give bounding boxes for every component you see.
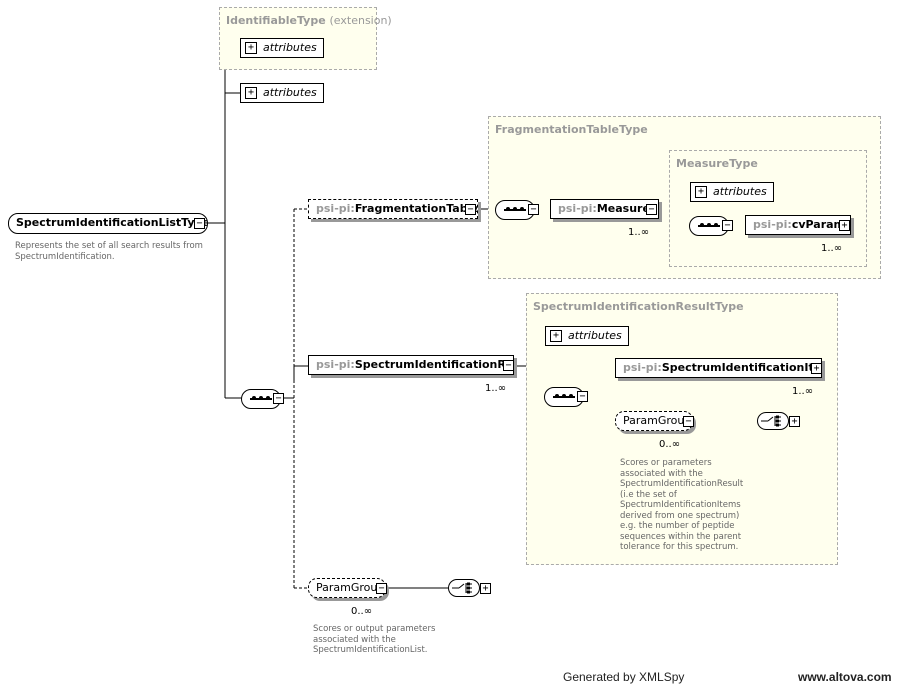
measure-type-box: MeasureType <box>669 150 867 267</box>
choice-icon <box>448 579 480 597</box>
altova-link[interactable]: www.altova.com <box>798 670 892 684</box>
fragmentation-table-type-title: FragmentationTableType <box>495 123 648 136</box>
attributes-label: attributes <box>568 329 622 342</box>
expand-plus-icon[interactable]: + <box>695 186 707 198</box>
collapse-minus-icon[interactable]: − <box>503 360 514 371</box>
sequence-icon <box>241 389 281 409</box>
attributes-label: attributes <box>263 41 317 54</box>
attributes-label: attributes <box>713 185 767 198</box>
root-note: Represents the set of all search results… <box>15 241 203 262</box>
sequence-icon <box>495 200 535 220</box>
spectrum-identification-result-element[interactable]: psi-pi:SpectrumIdentificationR... <box>308 355 514 375</box>
expand-plus-icon[interactable]: + <box>839 220 850 231</box>
expand-plus-icon[interactable]: + <box>245 87 257 99</box>
collapse-minus-icon[interactable]: − <box>273 393 284 404</box>
result-cardinality: 1..∞ <box>485 383 507 394</box>
result-param-group-note: Scores or parameters associated with the… <box>620 458 744 552</box>
cvparam-cardinality: 1..∞ <box>821 243 843 254</box>
result-param-group[interactable]: ParamGroup <box>615 411 693 431</box>
attributes-label: attributes <box>263 86 317 99</box>
item-cardinality: 1..∞ <box>792 386 814 397</box>
expand-plus-icon[interactable]: + <box>550 330 562 342</box>
collapse-minus-icon[interactable]: − <box>376 583 387 594</box>
collapse-minus-icon[interactable]: − <box>465 204 476 215</box>
collapse-minus-icon[interactable]: − <box>528 204 539 215</box>
identifiable-type-title: IdentifiableType (extension) <box>226 14 392 27</box>
param-group-note: Scores or output parameters associated w… <box>313 624 436 655</box>
expand-plus-icon[interactable]: + <box>480 583 491 594</box>
result-param-group-cardinality: 0..∞ <box>659 439 681 450</box>
sequence-icon <box>689 216 729 236</box>
generated-by-label: Generated by XMLSpy <box>563 670 685 684</box>
measure-attributes[interactable]: + attributes <box>690 182 774 202</box>
expand-plus-icon[interactable]: + <box>245 42 257 54</box>
own-attributes[interactable]: + attributes <box>240 83 324 103</box>
spectrum-identification-item-element[interactable]: psi-pi:SpectrumIdentificationIt... <box>615 358 822 378</box>
measure-type-title: MeasureType <box>676 157 758 170</box>
collapse-minus-icon[interactable]: − <box>194 218 205 229</box>
param-group-element[interactable]: ParamGroup <box>308 578 386 598</box>
measure-cardinality: 1..∞ <box>628 227 650 238</box>
param-group-cardinality: 0..∞ <box>351 606 373 617</box>
result-type-title: SpectrumIdentificationResultType <box>533 300 744 313</box>
identifiable-attributes[interactable]: + attributes <box>240 38 324 58</box>
collapse-minus-icon[interactable]: − <box>683 416 694 427</box>
fragmentation-table-element[interactable]: psi-pi:FragmentationTable <box>308 199 478 219</box>
choice-icon <box>757 412 789 430</box>
root-element[interactable]: SpectrumIdentificationListType <box>8 213 208 234</box>
result-attributes[interactable]: + attributes <box>545 326 629 346</box>
collapse-minus-icon[interactable]: − <box>722 220 733 231</box>
collapse-minus-icon[interactable]: − <box>577 391 588 402</box>
expand-plus-icon[interactable]: + <box>811 363 822 374</box>
measure-element[interactable]: psi-pi:Measure <box>550 199 659 219</box>
cvparam-element[interactable]: psi-pi:cvParam <box>745 215 851 235</box>
collapse-minus-icon[interactable]: − <box>646 204 657 215</box>
expand-plus-icon[interactable]: + <box>789 416 800 427</box>
